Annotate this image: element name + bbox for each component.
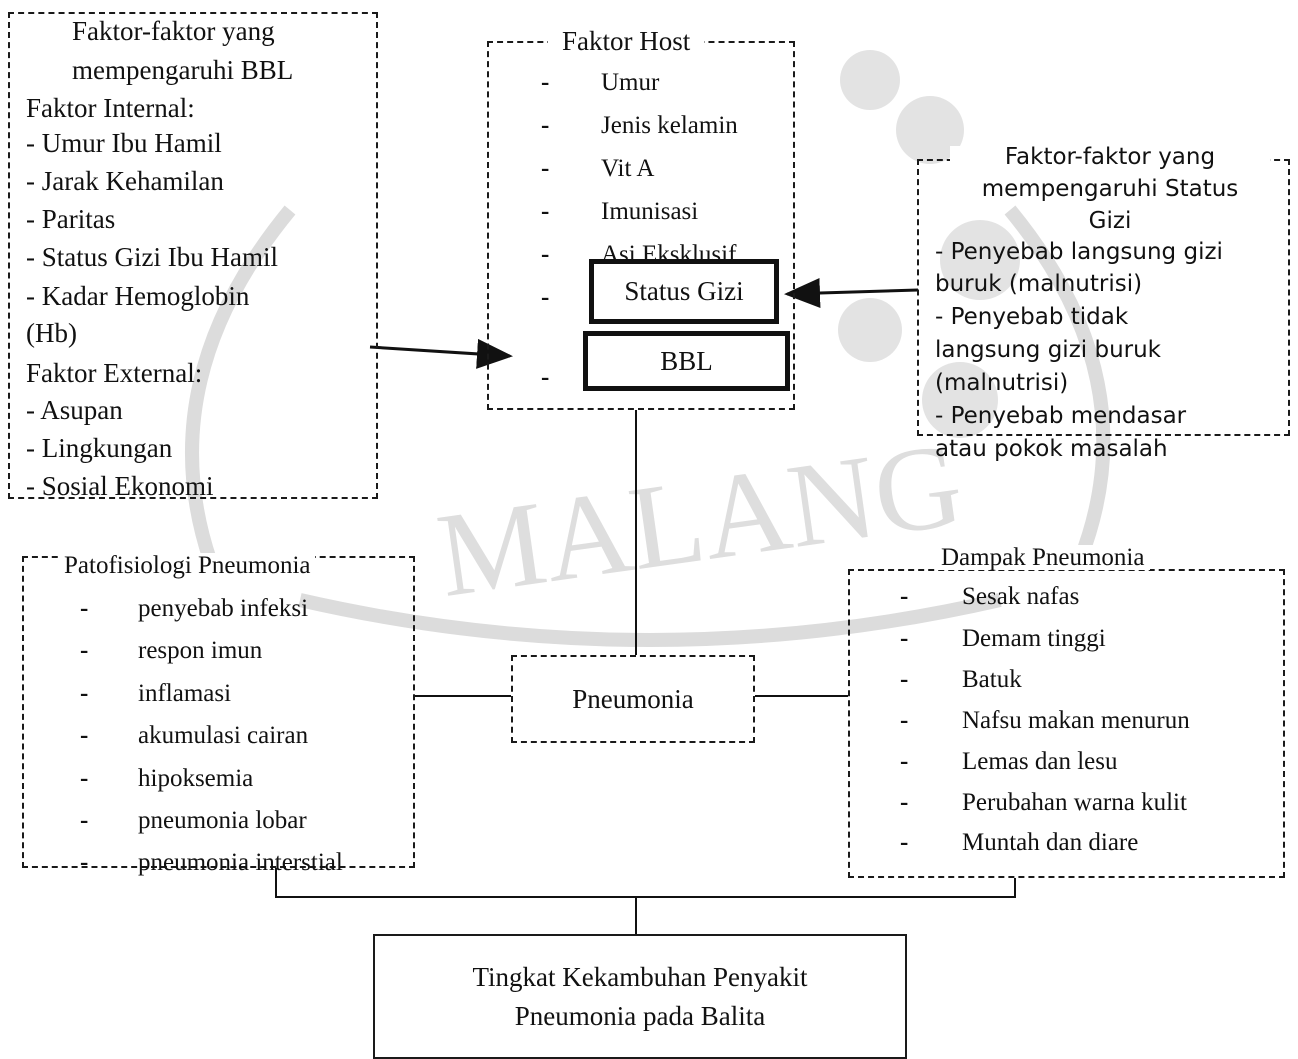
pato-dash: - bbox=[80, 637, 89, 664]
pato-dash: - bbox=[80, 595, 89, 622]
pneumonia-box: Pneumonia bbox=[511, 655, 755, 743]
internal-heading: Faktor Internal: bbox=[26, 93, 195, 123]
external-heading: Faktor External: bbox=[26, 358, 203, 388]
host-dash: - bbox=[541, 198, 550, 225]
nutrition-line: atau pokok masalah bbox=[935, 436, 1168, 462]
pato-dash: - bbox=[80, 849, 89, 876]
nutrition-line: langsung gizi buruk bbox=[935, 337, 1162, 363]
host-dash: - bbox=[541, 241, 550, 268]
bbl-factors-title-line1: Faktor-faktor yang bbox=[72, 16, 275, 46]
nutrition-line: - Penyebab langsung gizi bbox=[935, 239, 1223, 265]
external-item: - Sosial Ekonomi bbox=[26, 471, 214, 501]
nutrition-line: buruk (malnutrisi) bbox=[935, 271, 1143, 297]
internal-item: - Kadar Hemoglobin bbox=[26, 281, 250, 311]
nutrition-line: - Penyebab tidak bbox=[935, 304, 1129, 330]
bbl-factors-title-line2: mempengaruhi BBL bbox=[72, 55, 294, 85]
bbl-label: BBL bbox=[660, 346, 713, 376]
pato-item: pneumonia interstial bbox=[138, 849, 343, 876]
pato-item: pneumonia lobar bbox=[138, 807, 307, 834]
pato-item: respon imun bbox=[138, 637, 263, 664]
impact-item: Nafsu makan menurun bbox=[962, 707, 1190, 734]
outcome-line1: Tingkat Kekambuhan Penyakit bbox=[472, 962, 808, 992]
host-dash: - bbox=[541, 364, 550, 391]
host-dash: - bbox=[541, 284, 550, 311]
host-dash: - bbox=[541, 112, 550, 139]
pathophysiology-title: Patofisiologi Pneumonia bbox=[60, 553, 315, 578]
host-item: Imunisasi bbox=[601, 198, 699, 225]
pato-dash: - bbox=[80, 680, 89, 707]
bbl-factors-box bbox=[8, 12, 378, 499]
external-item: - Asupan bbox=[26, 395, 123, 425]
nutrition-title-line2: mempengaruhi Status bbox=[981, 176, 1239, 202]
impact-item: Demam tinggi bbox=[962, 625, 1106, 652]
impact-dash: - bbox=[900, 829, 909, 856]
impact-item: Batuk bbox=[962, 666, 1022, 693]
host-item: Jenis kelamin bbox=[601, 112, 738, 139]
pato-dash: - bbox=[80, 722, 89, 749]
arrow-gizi-to-status bbox=[784, 277, 919, 308]
impact-dash: - bbox=[900, 789, 909, 816]
internal-item: - Status Gizi Ibu Hamil bbox=[26, 242, 278, 272]
status-gizi-label: Status Gizi bbox=[624, 276, 744, 306]
nutrition-line: - Penyebab mendasar bbox=[935, 403, 1187, 429]
nutrition-title-line3: Gizi bbox=[1088, 208, 1132, 234]
pato-item: inflamasi bbox=[138, 680, 232, 707]
impact-item: Lemas dan lesu bbox=[962, 748, 1118, 775]
internal-item: - Jarak Kehamilan bbox=[26, 166, 224, 196]
external-item: - Lingkungan bbox=[26, 433, 173, 463]
impact-item: Perubahan warna kulit bbox=[962, 789, 1187, 816]
impact-dash: - bbox=[900, 666, 909, 693]
pato-item: hipoksemia bbox=[138, 765, 254, 792]
host-item: Umur bbox=[601, 69, 660, 96]
bbl-box: BBL bbox=[583, 331, 790, 391]
internal-item: (Hb) bbox=[26, 318, 77, 348]
host-factors-title: Faktor Host bbox=[548, 28, 705, 55]
nutrition-title-line1: Faktor-faktor yang bbox=[950, 146, 1270, 169]
internal-item: - Umur Ibu Hamil bbox=[26, 128, 222, 158]
impact-dash: - bbox=[900, 748, 909, 775]
outcome-box: Tingkat Kekambuhan Penyakit Pneumonia pa… bbox=[373, 934, 907, 1059]
pato-dash: - bbox=[80, 765, 89, 792]
impact-item: Muntah dan diare bbox=[962, 829, 1139, 856]
impact-item: Sesak nafas bbox=[962, 583, 1080, 610]
pato-item: penyebab infeksi bbox=[138, 595, 309, 622]
host-item: Vit A bbox=[601, 155, 655, 182]
host-dash: - bbox=[541, 155, 550, 182]
pneumonia-label: Pneumonia bbox=[572, 684, 694, 714]
nutrition-line: (malnutrisi) bbox=[935, 370, 1069, 396]
internal-item: - Paritas bbox=[26, 204, 116, 234]
impact-dash: - bbox=[900, 583, 909, 610]
impact-dash: - bbox=[900, 707, 909, 734]
status-gizi-box: Status Gizi bbox=[589, 259, 779, 324]
pato-dash: - bbox=[80, 807, 89, 834]
pato-item: akumulasi cairan bbox=[138, 722, 309, 749]
impact-box bbox=[848, 569, 1285, 878]
impact-dash: - bbox=[900, 625, 909, 652]
host-dash: - bbox=[541, 69, 550, 96]
impact-title: Dampak Pneumonia bbox=[935, 545, 1151, 570]
outcome-line2: Pneumonia pada Balita bbox=[514, 1001, 766, 1031]
